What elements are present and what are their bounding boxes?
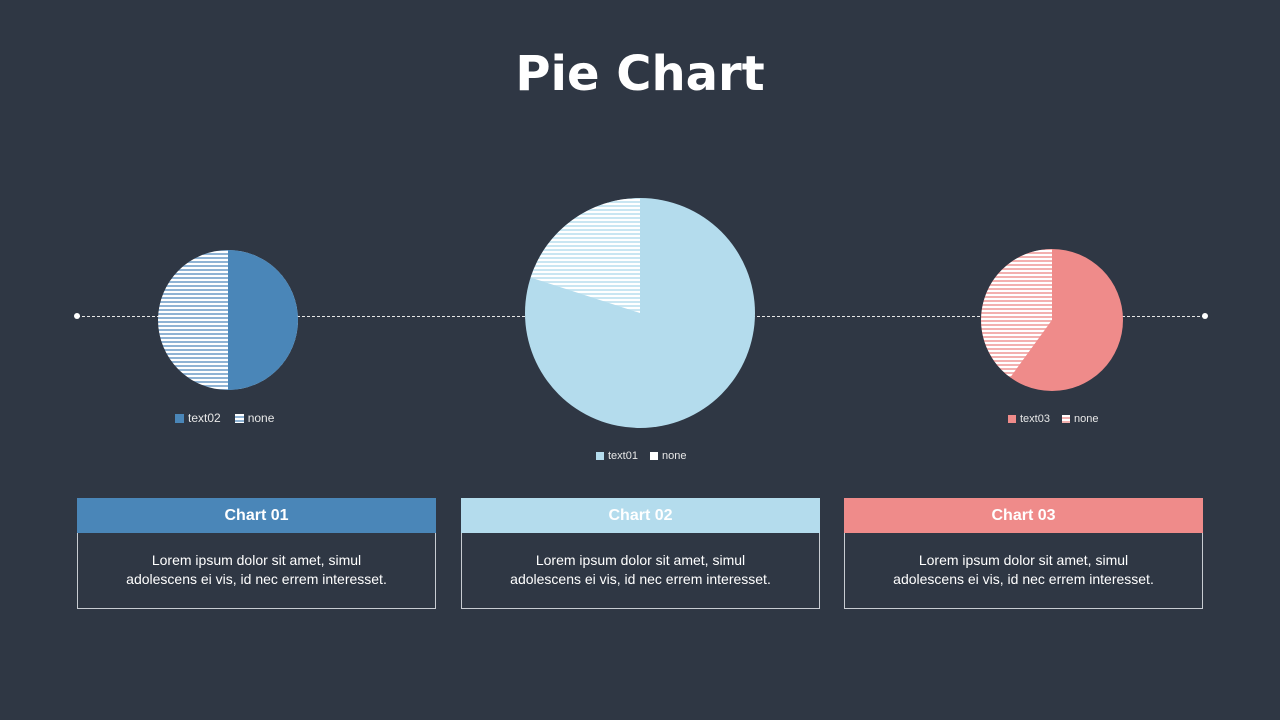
card-chart-03: Chart 03 Lorem ipsum dolor sit amet, sim… xyxy=(844,498,1203,609)
legend-chart-03: text03 none xyxy=(1008,413,1098,425)
card-chart-02: Chart 02 Lorem ipsum dolor sit amet, sim… xyxy=(461,498,820,609)
card-title: Chart 01 xyxy=(77,498,436,533)
card-chart-01: Chart 01 Lorem ipsum dolor sit amet, sim… xyxy=(77,498,436,609)
card-title: Chart 03 xyxy=(844,498,1203,533)
pie-chart-03 xyxy=(981,249,1123,391)
card-title: Chart 02 xyxy=(461,498,820,533)
timeline-start-dot xyxy=(74,313,80,319)
page-title: Pie Chart xyxy=(515,46,765,102)
pie-chart-01 xyxy=(158,250,298,390)
pie-chart-02 xyxy=(525,198,755,428)
legend-chart-02: text01 none xyxy=(596,450,686,462)
timeline-end-dot xyxy=(1202,313,1208,319)
legend-chart-01: text02 none xyxy=(175,411,274,425)
